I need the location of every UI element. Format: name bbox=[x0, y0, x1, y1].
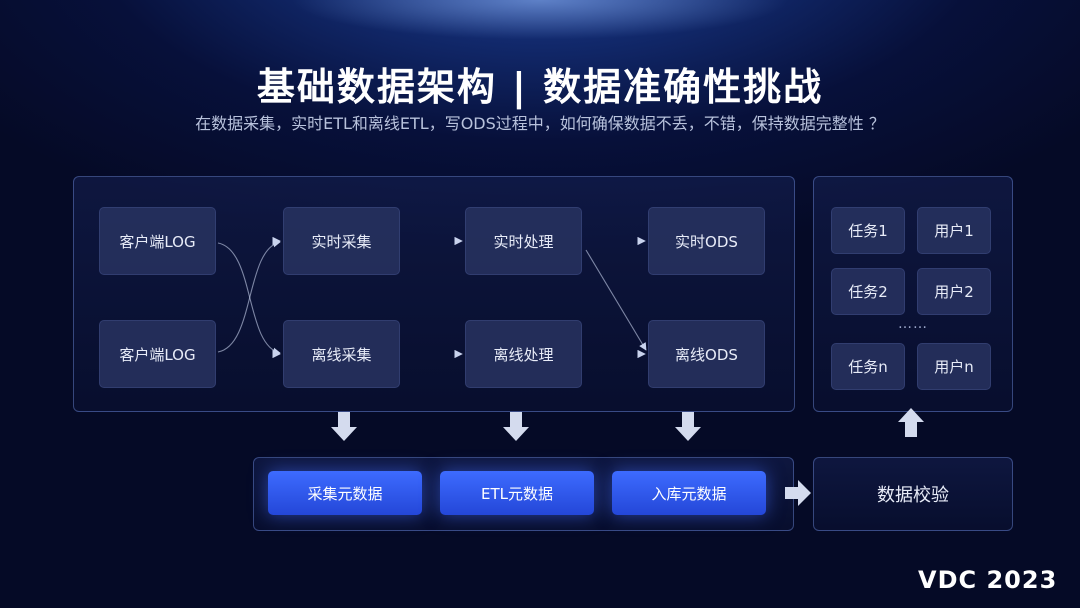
right-arrow-check bbox=[785, 480, 811, 506]
realtime-process-node: 实时处理 bbox=[465, 207, 582, 275]
brand-logo: VDC 2023 bbox=[918, 566, 1058, 594]
realtime-ods-node: 实时ODS bbox=[648, 207, 765, 275]
page-title: 基础数据架构 | 数据准确性挑战 bbox=[256, 65, 824, 109]
page-subtitle: 在数据采集，实时ETL和离线ETL，写ODS过程中，如何确保数据不丢，不错，保持… bbox=[195, 114, 885, 133]
down-arrow-collect bbox=[331, 412, 357, 441]
collect-metadata-box: 采集元数据 bbox=[268, 471, 422, 515]
realtime-collect-node: 实时采集 bbox=[283, 207, 400, 275]
etl-metadata-box: ETL元数据 bbox=[440, 471, 594, 515]
task-n-node: 任务n bbox=[831, 343, 905, 390]
arrow-log2-realtime bbox=[217, 239, 281, 353]
client-log-node-2: 客户端LOG bbox=[99, 320, 216, 388]
task-1-node: 任务1 bbox=[831, 207, 905, 254]
user-n-node: 用户n bbox=[917, 343, 991, 390]
offline-collect-node: 离线采集 bbox=[283, 320, 400, 388]
client-log-node-1: 客户端LOG bbox=[99, 207, 216, 275]
data-check-box: 数据校验 bbox=[813, 457, 1013, 531]
down-arrow-storage bbox=[675, 412, 701, 441]
storage-metadata-box: 入库元数据 bbox=[612, 471, 766, 515]
user-1-node: 用户1 bbox=[917, 207, 991, 254]
user-2-node: 用户2 bbox=[917, 268, 991, 315]
offline-ods-node: 离线ODS bbox=[648, 320, 765, 388]
offline-process-node: 离线处理 bbox=[465, 320, 582, 388]
ellipsis-text: …… bbox=[898, 316, 928, 332]
up-arrow-tasks bbox=[898, 408, 924, 437]
down-arrow-etl bbox=[503, 412, 529, 441]
arrow-log1-offline bbox=[217, 242, 281, 356]
top-glow bbox=[290, 0, 790, 40]
task-2-node: 任务2 bbox=[831, 268, 905, 315]
arrow-realtime-process-offline-ods bbox=[585, 249, 647, 351]
